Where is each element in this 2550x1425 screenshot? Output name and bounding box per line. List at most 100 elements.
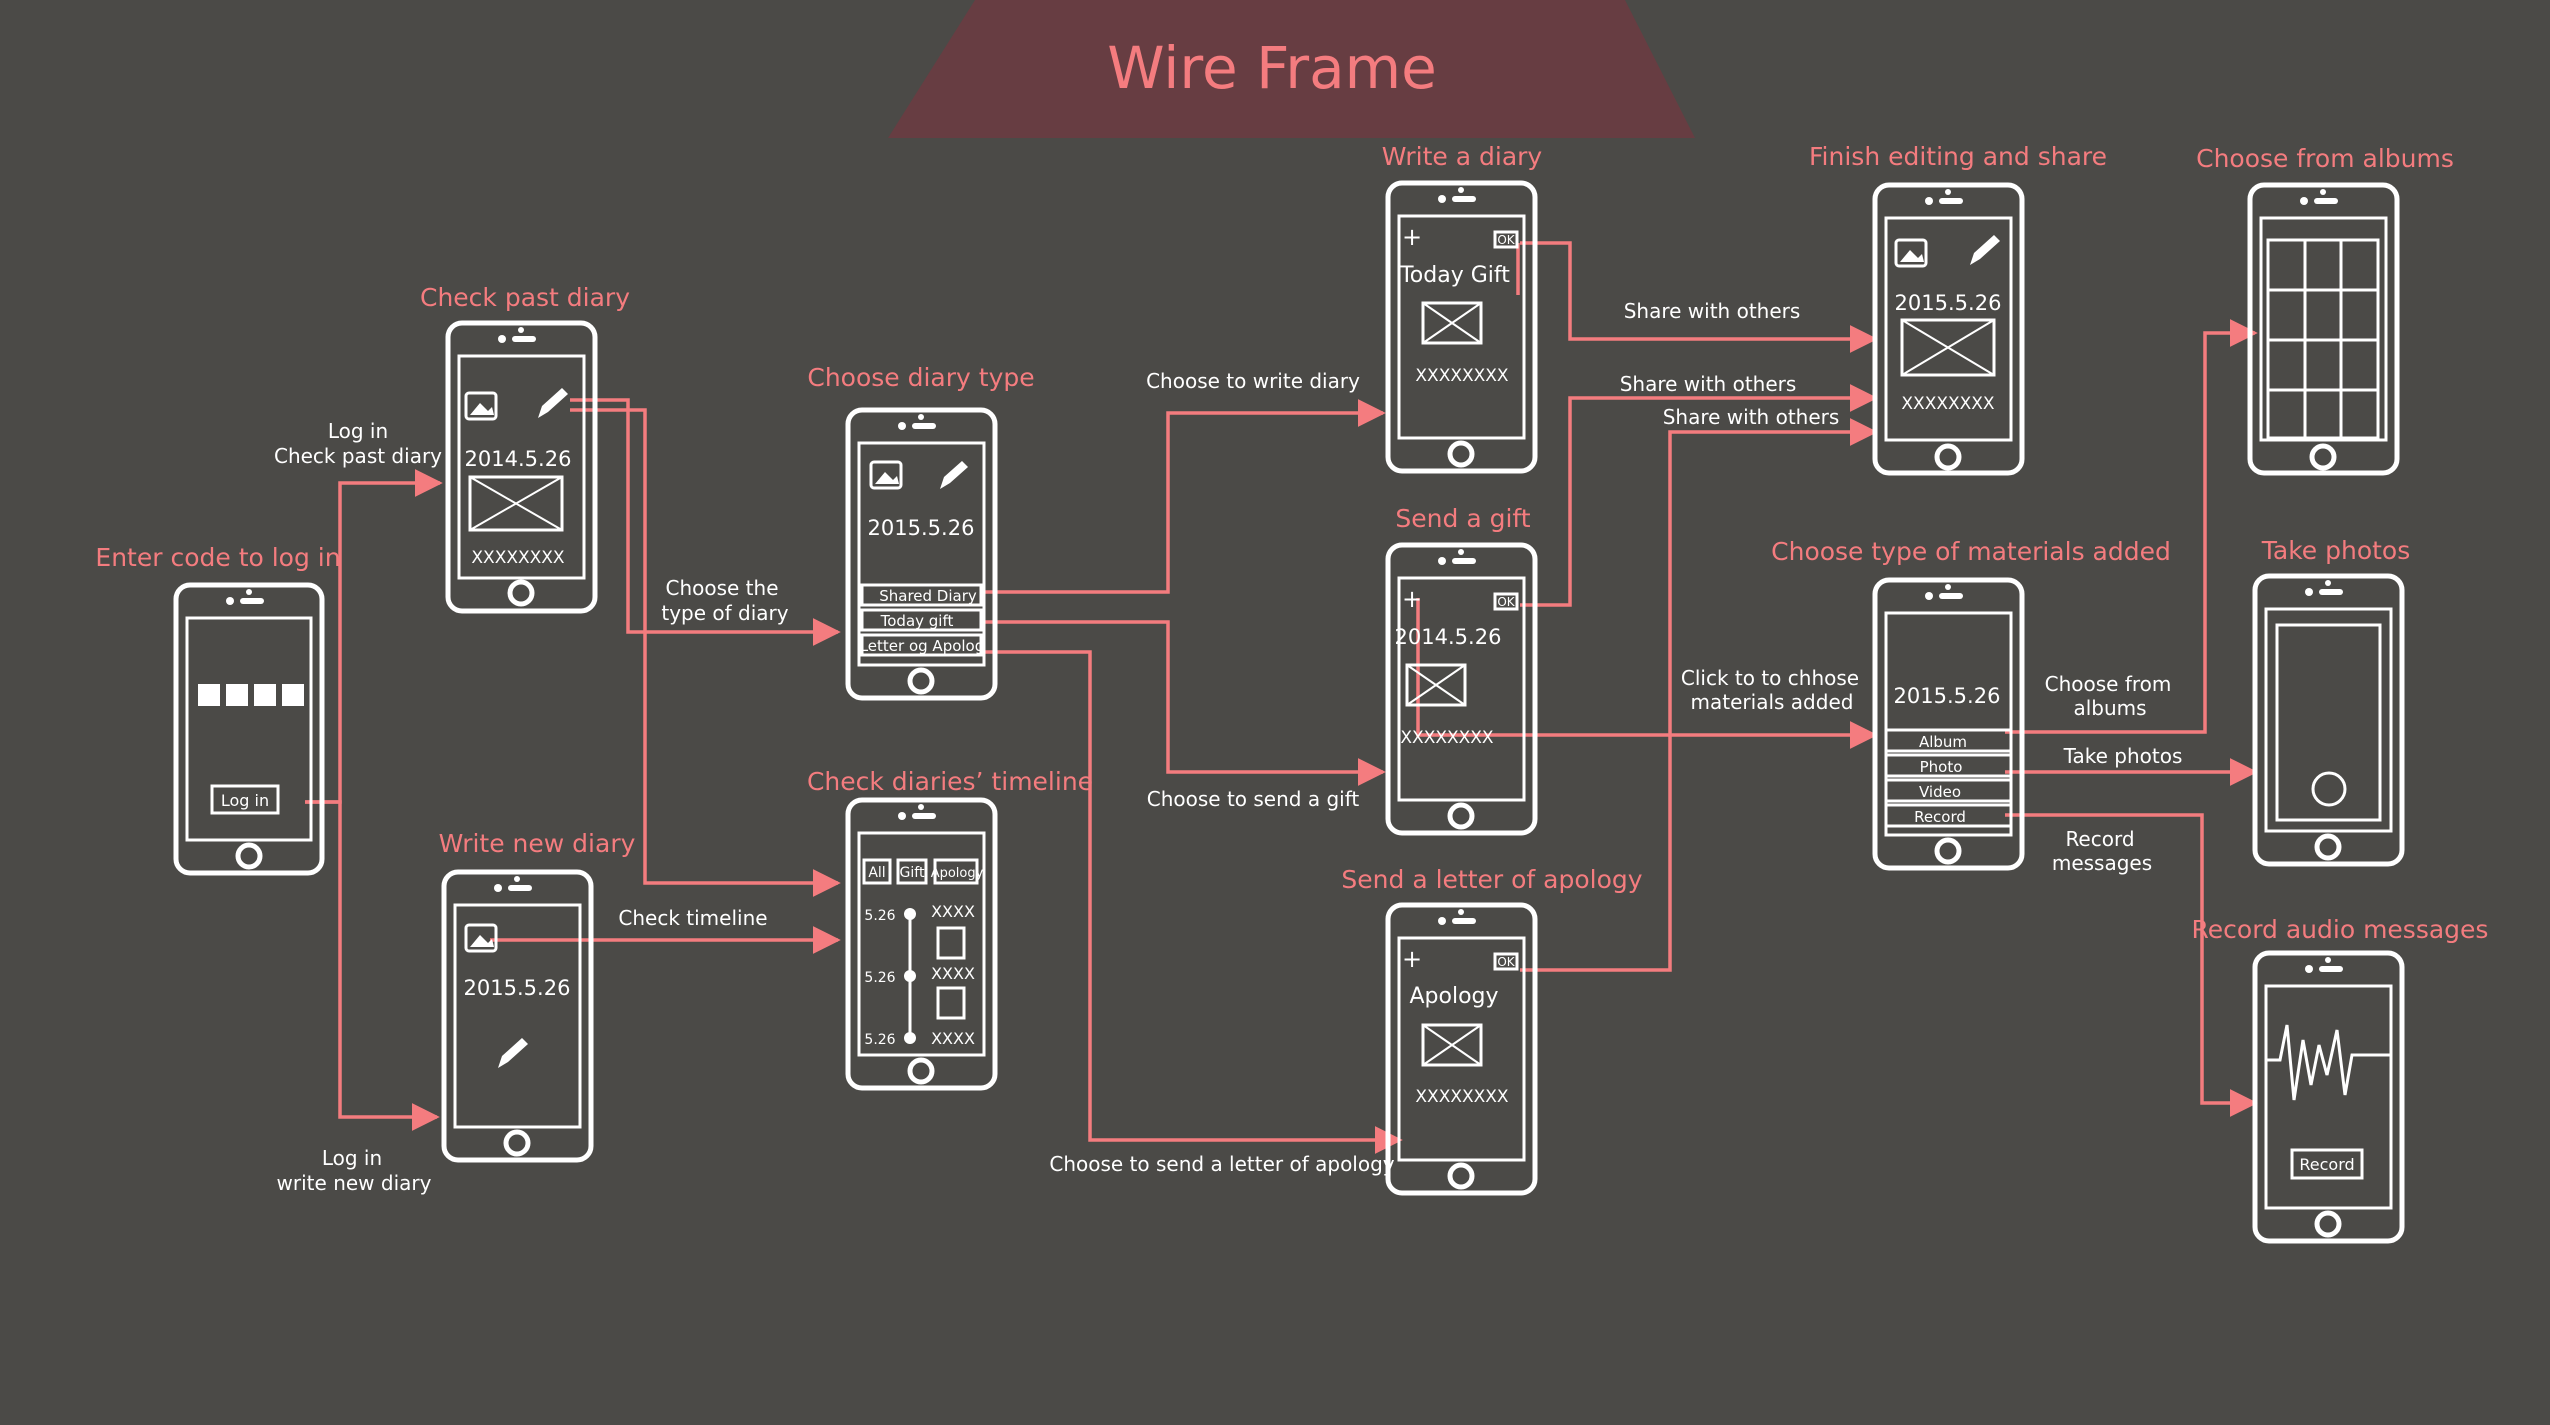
pencil-icon bbox=[498, 1038, 528, 1068]
edge-add-materials bbox=[1416, 598, 1878, 749]
phone-write-diary: + OK Today Gift XXXXXXXX bbox=[1385, 180, 1538, 474]
image-icon bbox=[464, 923, 498, 953]
edge-label-login-write-2: write new diary bbox=[277, 1171, 432, 1195]
apology-heading: Apology bbox=[1409, 984, 1498, 1009]
login-button[interactable] bbox=[210, 784, 280, 815]
finish-text: XXXXXXXX bbox=[1901, 394, 1995, 414]
title-check-past: Check past diary bbox=[420, 283, 630, 312]
ok-button-label: OK bbox=[1497, 233, 1515, 247]
check-past-text: XXXXXXXX bbox=[471, 548, 565, 568]
image-placeholder bbox=[1900, 318, 1996, 377]
timeline-label: XXXX bbox=[931, 902, 975, 921]
option-letter-apology-label: Letter og Apolog bbox=[860, 637, 985, 655]
edge-labels: Log in Check past diary Log in write new… bbox=[274, 299, 2182, 1195]
code-boxes bbox=[198, 684, 304, 706]
add-icon[interactable]: + bbox=[1402, 585, 1422, 613]
tab-apology[interactable] bbox=[933, 858, 979, 885]
edge-label-take-photos: Take photos bbox=[2063, 744, 2183, 768]
timeline-row: 5.26 XXXX bbox=[864, 902, 975, 960]
tab-all-label: All bbox=[868, 865, 885, 881]
login-button-label: Log in bbox=[221, 791, 269, 810]
waveform-icon bbox=[2266, 1024, 2391, 1101]
title-write-new: Write new diary bbox=[439, 829, 636, 858]
option-shared-diary-label: Shared Diary bbox=[879, 587, 977, 605]
option-video[interactable] bbox=[1884, 778, 2013, 803]
tab-all[interactable] bbox=[862, 858, 892, 885]
edge-label-record-1: Record bbox=[2065, 827, 2134, 851]
edge-label-send-gift: Choose to send a gift bbox=[1147, 787, 1360, 811]
option-shared-diary[interactable] bbox=[860, 583, 983, 607]
edge-record bbox=[2005, 813, 2258, 1117]
option-today-gift-label: Today gift bbox=[880, 612, 954, 630]
edge-share-1 bbox=[1520, 241, 1878, 353]
edge-label-login-check-1: Log in bbox=[328, 419, 388, 443]
record-button-label: Record bbox=[2299, 1155, 2354, 1174]
title-choose-type: Choose diary type bbox=[807, 363, 1034, 392]
write-diary-heading: Today Gift bbox=[1399, 263, 1510, 288]
apology-text: XXXXXXXX bbox=[1415, 1087, 1509, 1107]
timeline-row: 5.26 XXXX bbox=[864, 1029, 975, 1048]
timeline-label: XXXX bbox=[931, 1029, 975, 1048]
title-timeline: Check diaries’ timeline bbox=[807, 767, 1093, 796]
option-photo[interactable] bbox=[1884, 753, 2013, 778]
pencil-icon bbox=[1970, 235, 2000, 265]
edge-label-share-1: Share with others bbox=[1624, 299, 1801, 323]
materials-date: 2015.5.26 bbox=[1894, 684, 2001, 708]
edge-label-choose-2: type of diary bbox=[661, 601, 788, 625]
edge-check-choose bbox=[570, 398, 841, 646]
timeline-date: 5.26 bbox=[864, 1032, 895, 1048]
phone-materials: 2015.5.26 Album Photo Video Record bbox=[1872, 577, 2025, 871]
image-icon bbox=[869, 460, 903, 490]
title-apology: Send a letter of apology bbox=[1341, 865, 1642, 894]
option-album[interactable] bbox=[1884, 728, 2013, 753]
timeline-date: 5.26 bbox=[864, 970, 895, 986]
edge-login-write bbox=[305, 800, 440, 1131]
edge-label-login-check-2: Check past diary bbox=[274, 444, 442, 468]
edge-login-check bbox=[305, 469, 443, 804]
phone-write-new: 2015.5.26 bbox=[441, 869, 594, 1163]
image-placeholder bbox=[468, 475, 564, 532]
shutter-button[interactable] bbox=[2311, 771, 2347, 807]
title-send-gift: Send a gift bbox=[1395, 504, 1530, 533]
edge-send-apology bbox=[985, 650, 1403, 1154]
record-button[interactable] bbox=[2290, 1148, 2364, 1180]
option-today-gift[interactable] bbox=[860, 608, 983, 632]
phone-photos bbox=[2252, 573, 2405, 867]
option-record[interactable] bbox=[1884, 803, 2013, 828]
image-icon bbox=[1894, 238, 1928, 268]
edge-label-write-diary: Choose to write diary bbox=[1146, 369, 1360, 393]
title-record: Record audio messages bbox=[2192, 915, 2489, 944]
phone-apology: + OK Apology XXXXXXXX bbox=[1385, 902, 1538, 1196]
title-login: Enter code to log in bbox=[95, 543, 340, 572]
option-video-label: Video bbox=[1919, 783, 1961, 801]
tab-apology-label: Apology bbox=[931, 866, 984, 881]
phone-albums bbox=[2247, 182, 2400, 476]
title-materials: Choose type of materials added bbox=[1771, 537, 2171, 566]
image-placeholder bbox=[1421, 301, 1483, 345]
edge-label-share-2: Share with others bbox=[1620, 372, 1797, 396]
edge-label-albums-2: albums bbox=[2073, 696, 2146, 720]
write-diary-text: XXXXXXXX bbox=[1415, 366, 1509, 386]
ok-button-label: OK bbox=[1497, 955, 1515, 969]
album-grid[interactable] bbox=[2266, 238, 2380, 440]
option-letter-apology[interactable] bbox=[860, 633, 983, 657]
ok-button[interactable] bbox=[1493, 592, 1519, 611]
title-banner bbox=[888, 0, 1695, 138]
image-placeholder bbox=[1405, 663, 1467, 707]
check-past-date: 2014.5.26 bbox=[465, 447, 572, 471]
tab-gift[interactable] bbox=[896, 858, 928, 885]
send-gift-date: 2014.5.26 bbox=[1395, 625, 1502, 649]
add-icon[interactable]: + bbox=[1402, 223, 1422, 251]
timeline-label: XXXX bbox=[931, 964, 975, 983]
title-write-diary: Write a diary bbox=[1382, 142, 1543, 171]
ok-button[interactable] bbox=[1493, 230, 1519, 249]
edge-check-timeline bbox=[570, 408, 841, 897]
title-photos: Take photos bbox=[2261, 536, 2411, 565]
phone-record: Record bbox=[2252, 950, 2405, 1244]
add-icon[interactable]: + bbox=[1402, 945, 1422, 973]
option-record-label: Record bbox=[1914, 808, 1966, 826]
edge-label-send-apology: Choose to send a letter of apology bbox=[1049, 1152, 1394, 1176]
ok-button[interactable] bbox=[1493, 952, 1519, 971]
edge-label-choose-1: Choose the bbox=[665, 576, 778, 600]
